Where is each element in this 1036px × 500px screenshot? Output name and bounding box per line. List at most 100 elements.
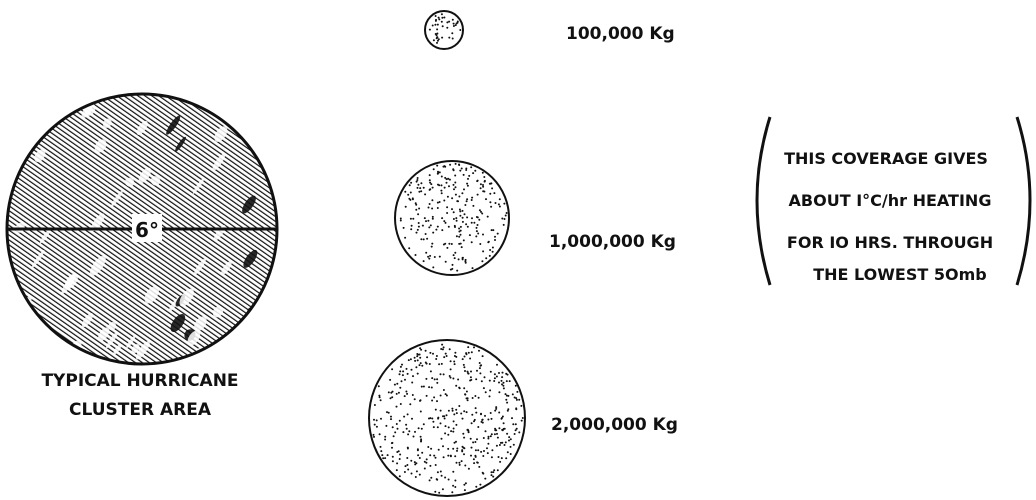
stipple-dot xyxy=(411,382,413,384)
stipple-dot xyxy=(482,455,484,457)
stipple-dot xyxy=(467,185,469,187)
stipple-dot xyxy=(449,348,451,350)
stipple-dot xyxy=(493,469,495,471)
stipple-dot xyxy=(462,433,464,435)
stipple-dot xyxy=(507,451,509,453)
stipple-dot xyxy=(415,204,417,206)
stipple-dot xyxy=(467,178,469,180)
stipple-dot xyxy=(454,455,456,457)
stipple-dot xyxy=(501,376,503,378)
stipple-dot xyxy=(423,260,425,262)
stipple-dot xyxy=(417,177,419,179)
stipple-dot xyxy=(429,465,431,467)
stipple-dot xyxy=(429,454,431,456)
stipple-dot xyxy=(458,387,460,389)
stipple-dot xyxy=(389,379,391,381)
stipple-dot xyxy=(435,457,437,459)
stipple-dot xyxy=(441,176,443,178)
stipple-dot xyxy=(452,38,454,40)
stipple-dot xyxy=(416,470,418,472)
stipple-dot xyxy=(433,455,435,457)
stipple-dot xyxy=(429,29,431,31)
stipple-dot xyxy=(415,476,417,478)
stipple-dot xyxy=(456,270,458,272)
stipple-dot xyxy=(431,387,433,389)
stipple-dot xyxy=(396,393,398,395)
stipple-dot xyxy=(454,252,456,254)
stipple-dot xyxy=(397,428,399,430)
stipple-dot xyxy=(470,371,472,373)
stipple-dot xyxy=(440,471,442,473)
stipple-dot xyxy=(445,425,447,427)
stipple-dot xyxy=(484,180,486,182)
stipple-dot xyxy=(496,376,498,378)
stipple-dot xyxy=(404,191,406,193)
stipple-dot xyxy=(499,198,501,200)
circle-100000-label: 100,000 Kg xyxy=(566,24,675,44)
stipple-dot xyxy=(471,199,473,201)
stipple-dot xyxy=(474,170,476,172)
stipple-dot xyxy=(498,412,500,414)
stipple-dot xyxy=(412,218,414,220)
stipple-dot xyxy=(458,164,460,166)
stipple-dot xyxy=(451,208,453,210)
stipple-dot xyxy=(498,456,500,458)
stipple-dot xyxy=(468,352,470,354)
stipple-dot xyxy=(489,380,491,382)
stipple-dot xyxy=(437,171,439,173)
stipple-dot xyxy=(452,264,454,266)
stipple-dot xyxy=(452,168,454,170)
stipple-dot xyxy=(466,391,468,393)
stipple-dot xyxy=(436,478,438,480)
stipple-dot xyxy=(435,464,437,466)
stipple-dot xyxy=(491,433,493,435)
stipple-dot xyxy=(491,471,493,473)
stipple-dot xyxy=(479,243,481,245)
stipple-dot xyxy=(438,449,440,451)
stipple-dot xyxy=(438,363,440,365)
stipple-dot xyxy=(467,226,469,228)
stipple-dot xyxy=(487,419,489,421)
stipple-dot xyxy=(489,201,491,203)
stipple-dot xyxy=(452,471,454,473)
stipple-dot xyxy=(391,368,393,370)
stipple-dot xyxy=(390,397,392,399)
stipple-dot xyxy=(499,461,501,463)
stipple-dot xyxy=(425,233,427,235)
stipple-dot xyxy=(493,192,495,194)
stipple-dot xyxy=(478,219,480,221)
stipple-dot xyxy=(464,213,466,215)
stipple-dot xyxy=(456,235,458,237)
stipple-dot xyxy=(515,407,517,409)
stipple-dot xyxy=(440,422,442,424)
stipple-dot xyxy=(435,409,437,411)
stipple-dot xyxy=(501,380,503,382)
stipple-dot xyxy=(461,460,463,462)
stipple-dot xyxy=(455,194,457,196)
stipple-dot xyxy=(399,458,401,460)
stipple-dot xyxy=(407,194,409,196)
stipple-dot xyxy=(494,236,496,238)
stipple-dot xyxy=(456,412,458,414)
stipple-dot xyxy=(441,192,443,194)
stipple-dot xyxy=(455,385,457,387)
stipple-dot xyxy=(413,436,415,438)
stipple-dot xyxy=(428,207,430,209)
stipple-dot xyxy=(403,227,405,229)
stipple-dot xyxy=(427,256,429,258)
stipple-dot xyxy=(497,437,499,439)
stipple-dot xyxy=(448,479,450,481)
stipple-dot xyxy=(406,457,408,459)
stipple-dot xyxy=(501,218,503,220)
stipple-dot xyxy=(406,393,408,395)
stipple-dot xyxy=(410,358,412,360)
stipple-dot xyxy=(481,421,483,423)
stipple-dot xyxy=(403,416,405,418)
stipple-dot xyxy=(463,484,465,486)
stipple-dot xyxy=(391,396,393,398)
stipple-dot xyxy=(451,32,453,34)
stipple-dot xyxy=(498,372,500,374)
stipple-dot xyxy=(451,243,453,245)
stipple-dot xyxy=(453,23,455,25)
stipple-dot xyxy=(448,426,450,428)
